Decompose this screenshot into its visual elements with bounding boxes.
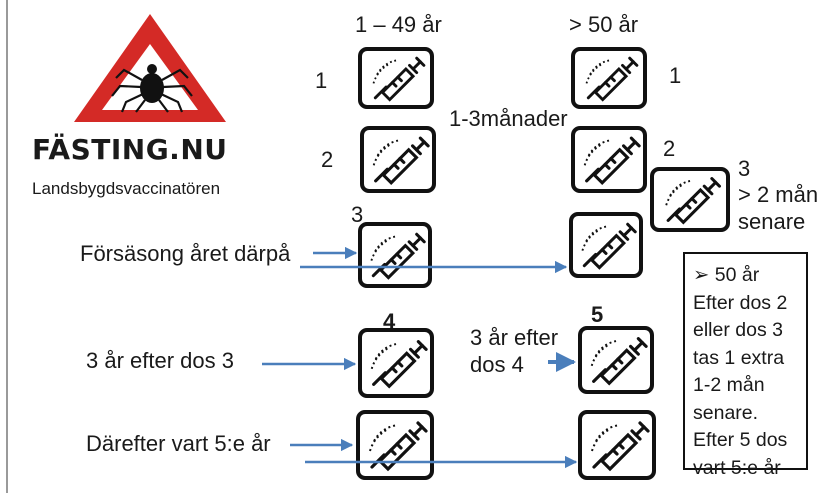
syringe-box-right-dose-2 — [571, 126, 647, 193]
syringe-icon — [372, 136, 430, 186]
left-column-header: 1 – 49 år — [355, 12, 442, 37]
note-line-7: Efter 5 dos — [693, 429, 788, 451]
logo: FÄSTING.NU Landsbygdsvaccinatören — [32, 8, 250, 208]
right-dose-3-note-line2: senare — [738, 209, 806, 234]
note-line-8: vart 5:e år — [693, 456, 781, 479]
note-line-3: eller dos 3 — [693, 319, 783, 341]
syringe-icon — [665, 177, 721, 225]
syringe-box-right-dose-3 — [650, 167, 730, 232]
left-dose-2-label: 2 — [321, 147, 334, 172]
syringe-box-right-dose-1 — [571, 47, 647, 109]
right-dose-3-note-line1: > 2 mån — [738, 182, 819, 207]
note-line-1: ➢ 50 år — [693, 262, 806, 290]
right-column-header: > 50 år — [569, 12, 639, 37]
note-text-1: 50 år — [714, 264, 760, 286]
row-label-preseason: Försäsong året därpå — [80, 241, 291, 266]
syringe-icon — [591, 421, 650, 472]
syringe-box-left-dose-2 — [360, 126, 436, 193]
syringe-icon — [583, 136, 641, 186]
left-divider — [6, 0, 8, 493]
syringe-box-left-thereafter — [356, 410, 434, 480]
note-bullet: ➢ — [693, 264, 710, 286]
right-dose-1-label: 1 — [669, 63, 682, 88]
syringe-box-right-dose-4 — [569, 212, 643, 278]
right-dose-5-label: 5 — [591, 302, 604, 327]
syringe-icon — [585, 56, 639, 102]
note-line-2: Efter dos 2 — [693, 291, 788, 314]
syringe-box-left-dose-3 — [358, 222, 432, 288]
row-label-thereafter: Därefter vart 5:e år — [86, 431, 271, 456]
tick-warning-triangle-icon — [74, 14, 226, 122]
note-box: ➢ 50 år Efter dos 2 eller dos 3 tas 1 ex… — [683, 252, 808, 479]
syringe-icon — [372, 56, 426, 102]
note-line-5: 1-2 mån — [693, 374, 765, 396]
left-dose-4-label: 4 — [383, 309, 396, 334]
interval-label: 1-3månader — [449, 106, 568, 131]
syringe-icon — [370, 340, 428, 389]
dose-4-interval-line2: dos 4 — [470, 352, 524, 377]
syringe-box-left-dose-1 — [358, 47, 434, 109]
syringe-icon — [370, 232, 426, 280]
row-label-three-years: 3 år efter dos 3 — [86, 348, 234, 373]
logo-title: FÄSTING.NU — [32, 133, 228, 166]
syringe-icon — [581, 222, 637, 270]
right-dose-2-label: 2 — [663, 136, 676, 161]
right-dose-3-label: 3 — [738, 156, 751, 181]
dose-4-interval-line1: 3 år efter — [470, 325, 559, 350]
syringe-box-right-thereafter — [578, 410, 656, 480]
left-dose-1-label: 1 — [315, 68, 328, 93]
logo-subtitle: Landsbygdsvaccinatören — [32, 179, 221, 198]
syringe-box-left-dose-4 — [358, 328, 434, 398]
note-line-4: tas 1 extra — [693, 346, 785, 369]
left-dose-3-label: 3 — [351, 202, 364, 227]
syringe-icon — [590, 337, 648, 386]
note-line-6: senare. — [693, 401, 759, 424]
syringe-box-right-dose-5 — [578, 326, 654, 394]
